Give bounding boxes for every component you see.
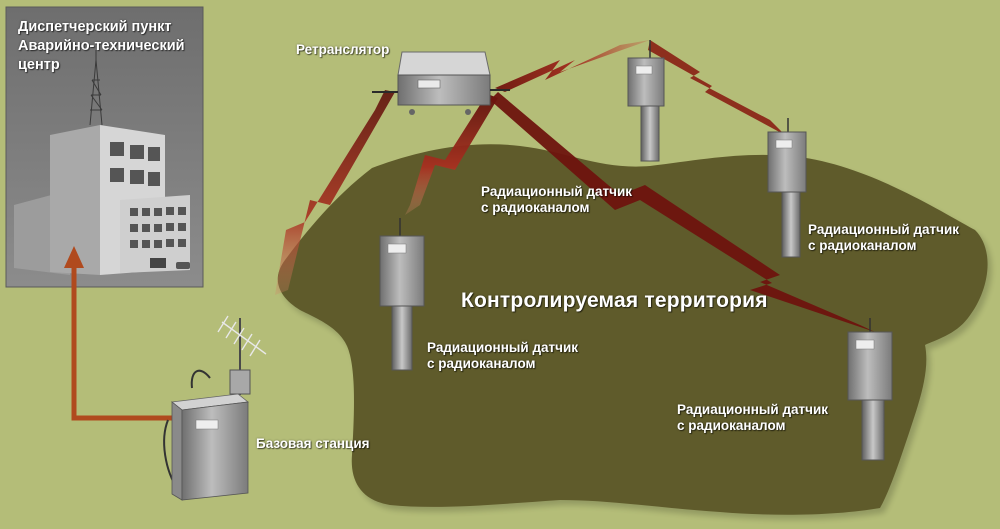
sensor-device-center [379, 218, 425, 371]
sensor-label-right: Радиационный датчик с радиоканалом [808, 222, 959, 254]
base-station-device [163, 315, 267, 501]
radio-link-relay-top [495, 40, 650, 92]
radio-links [262, 40, 875, 332]
sensor-label-line-1: Радиационный датчик [427, 340, 579, 355]
sensor-label-line-1: Радиационный датчик [808, 222, 960, 237]
sensor-label-line-2: с радиоканалом [677, 417, 786, 433]
radio-link-relay-sensor1 [405, 95, 498, 215]
dispatch-title-line-2: Аварийно-технический [18, 38, 185, 55]
controlled-territory-area [277, 144, 992, 520]
territory-label: Контролируемая территория [461, 289, 768, 312]
sensor-device-bottom-right [847, 318, 893, 461]
sensor-label-line-1: Радиационный датчик [481, 184, 633, 199]
antenna-tower-icon [89, 50, 103, 126]
sensor-label-line-2: с радиоканалом [427, 355, 536, 371]
radio-link-relay-far [490, 92, 875, 332]
data-link-arrow [64, 246, 178, 421]
radio-link-base-relay [262, 90, 395, 300]
dispatch-center-title: Диспетчерский пункт Аварийно-технический… [18, 18, 185, 75]
dispatch-title-line-3: центр [18, 57, 60, 74]
sensor-label-line-1: Радиационный датчик [677, 402, 829, 417]
radio-link-top-right [648, 40, 785, 135]
building-icon [14, 125, 190, 275]
relay-device [372, 51, 510, 115]
sensor-label-line-2: с радиоканалом [481, 199, 590, 215]
sensor-label-bottom-right: Радиационный датчик с радиоканалом [677, 402, 828, 434]
sensor-device-right [767, 118, 807, 258]
relay-label: Ретранслятор [296, 42, 390, 57]
sensor-label-line-2: с радиоканалом [808, 237, 917, 253]
sensor-label-center-top: Радиационный датчик с радиоканалом [481, 184, 632, 216]
sensor-label-center: Радиационный датчик с радиоканалом [427, 340, 578, 372]
dispatch-title-line-1: Диспетчерский пункт [18, 19, 172, 35]
sensor-device-top [627, 40, 665, 162]
dispatch-center-panel [5, 6, 204, 288]
base-station-label: Базовая станция [256, 436, 370, 451]
yagi-antenna-icon [217, 315, 267, 357]
